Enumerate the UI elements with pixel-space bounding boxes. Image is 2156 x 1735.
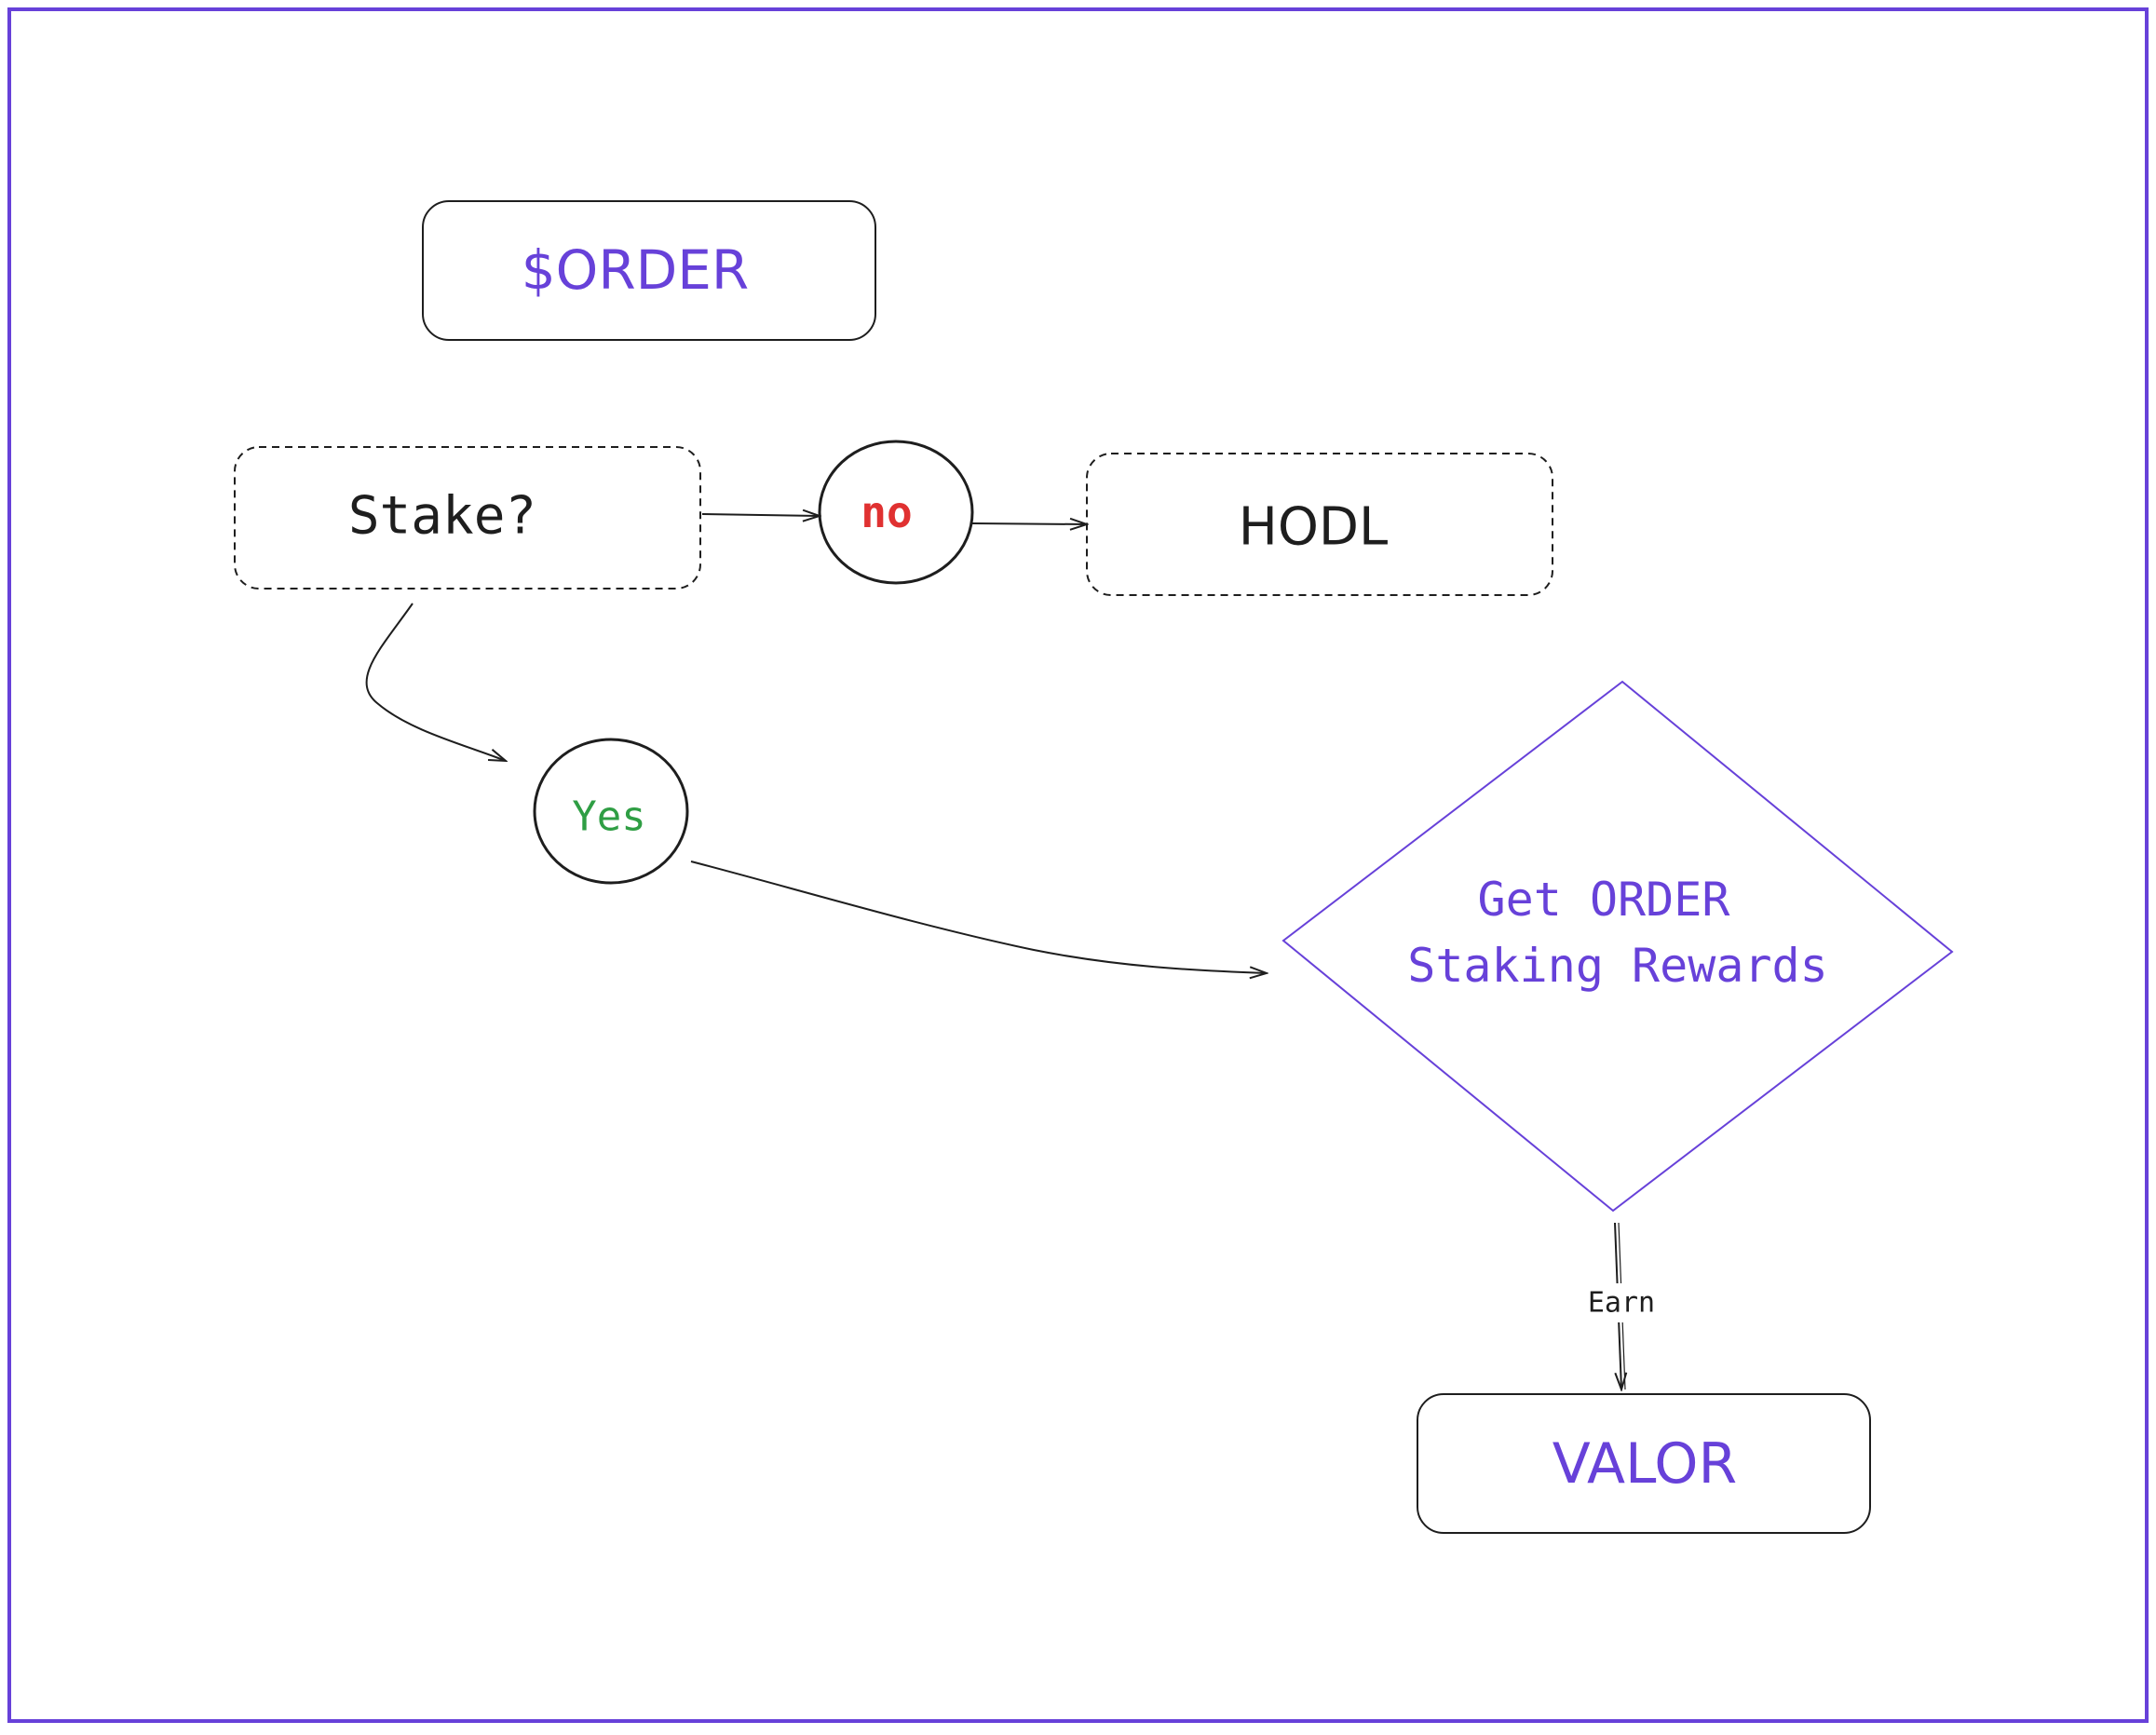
edge-stake-to-no bbox=[701, 514, 820, 516]
valor-node[interactable]: VALOR bbox=[1417, 1393, 1871, 1534]
order-box bbox=[422, 200, 876, 341]
stake-node[interactable]: Stake? bbox=[234, 446, 701, 590]
stake-label: Stake? bbox=[348, 486, 536, 547]
no-label: no bbox=[861, 487, 912, 537]
order-label: $ORDER bbox=[522, 238, 749, 302]
rewards-node[interactable]: Get ORDER Staking Rewards bbox=[1281, 680, 1954, 1213]
order-node[interactable]: $ORDER bbox=[422, 200, 876, 341]
hodl-node[interactable]: HODL bbox=[1086, 453, 1553, 596]
yes-label: Yes bbox=[572, 793, 645, 841]
valor-label: VALOR bbox=[1553, 1431, 1737, 1497]
rewards-label-line1: Get ORDER bbox=[1478, 873, 1731, 927]
no-node[interactable]: no bbox=[818, 440, 974, 585]
stake-box bbox=[234, 446, 701, 590]
edge-stake-to-yes bbox=[365, 603, 506, 761]
yes-node[interactable]: Yes bbox=[533, 738, 689, 885]
rewards-diamond bbox=[1281, 680, 1954, 1213]
earn-label-bg bbox=[1578, 1283, 1663, 1322]
yes-circle bbox=[533, 738, 689, 885]
outer-frame bbox=[7, 7, 2149, 1723]
edge-no-to-hodl bbox=[971, 523, 1087, 524]
edge-yes-to-rewards bbox=[690, 861, 1267, 973]
rewards-label-line2: Staking Rewards bbox=[1407, 939, 1828, 993]
hodl-label: HODL bbox=[1239, 497, 1389, 558]
valor-box bbox=[1417, 1393, 1871, 1534]
earn-label: Earn bbox=[1588, 1287, 1655, 1320]
